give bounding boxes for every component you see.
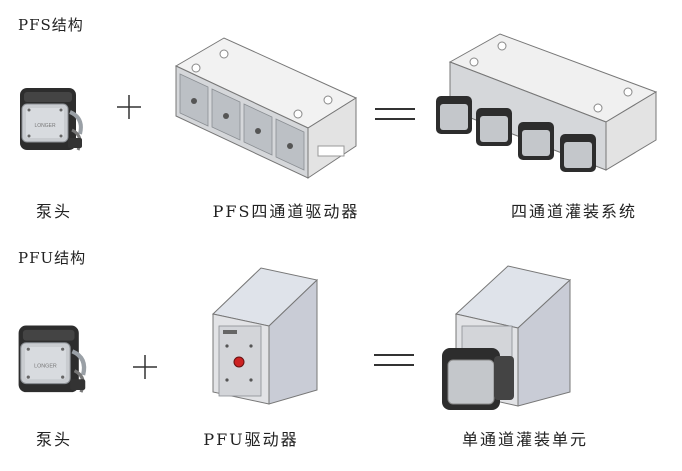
- single-unit-icon: [442, 265, 572, 410]
- single-drive-icon: [211, 267, 319, 405]
- pfs-drive-caption: PFS四通道驱动器: [212, 202, 360, 221]
- svg-text:LONGER: LONGER: [34, 363, 57, 369]
- pfs-system-caption: 四通道灌装系统: [510, 202, 637, 221]
- pump-head-icon: LONGER: [18, 325, 87, 393]
- pfu-drive-caption: PFU驱动器: [203, 430, 299, 449]
- pump-head-icon: LONGER: [20, 88, 83, 151]
- pfu-system-caption: 单通道灌装单元: [461, 430, 588, 449]
- pfs-section-title: PFS结构: [18, 16, 84, 34]
- plus-icon: [117, 95, 141, 119]
- pfu-section-title: PFU结构: [18, 249, 87, 267]
- svg-text:LONGER: LONGER: [34, 123, 56, 129]
- pfu-pump-head-caption: 泵头: [35, 430, 72, 449]
- equals-icon: [375, 108, 415, 120]
- plus-icon: [133, 355, 157, 379]
- pfs-pump-head-caption: 泵头: [35, 202, 72, 221]
- equals-icon: [374, 354, 414, 366]
- four-channel-drive-icon: [174, 37, 358, 179]
- four-channel-system-icon: [436, 33, 658, 172]
